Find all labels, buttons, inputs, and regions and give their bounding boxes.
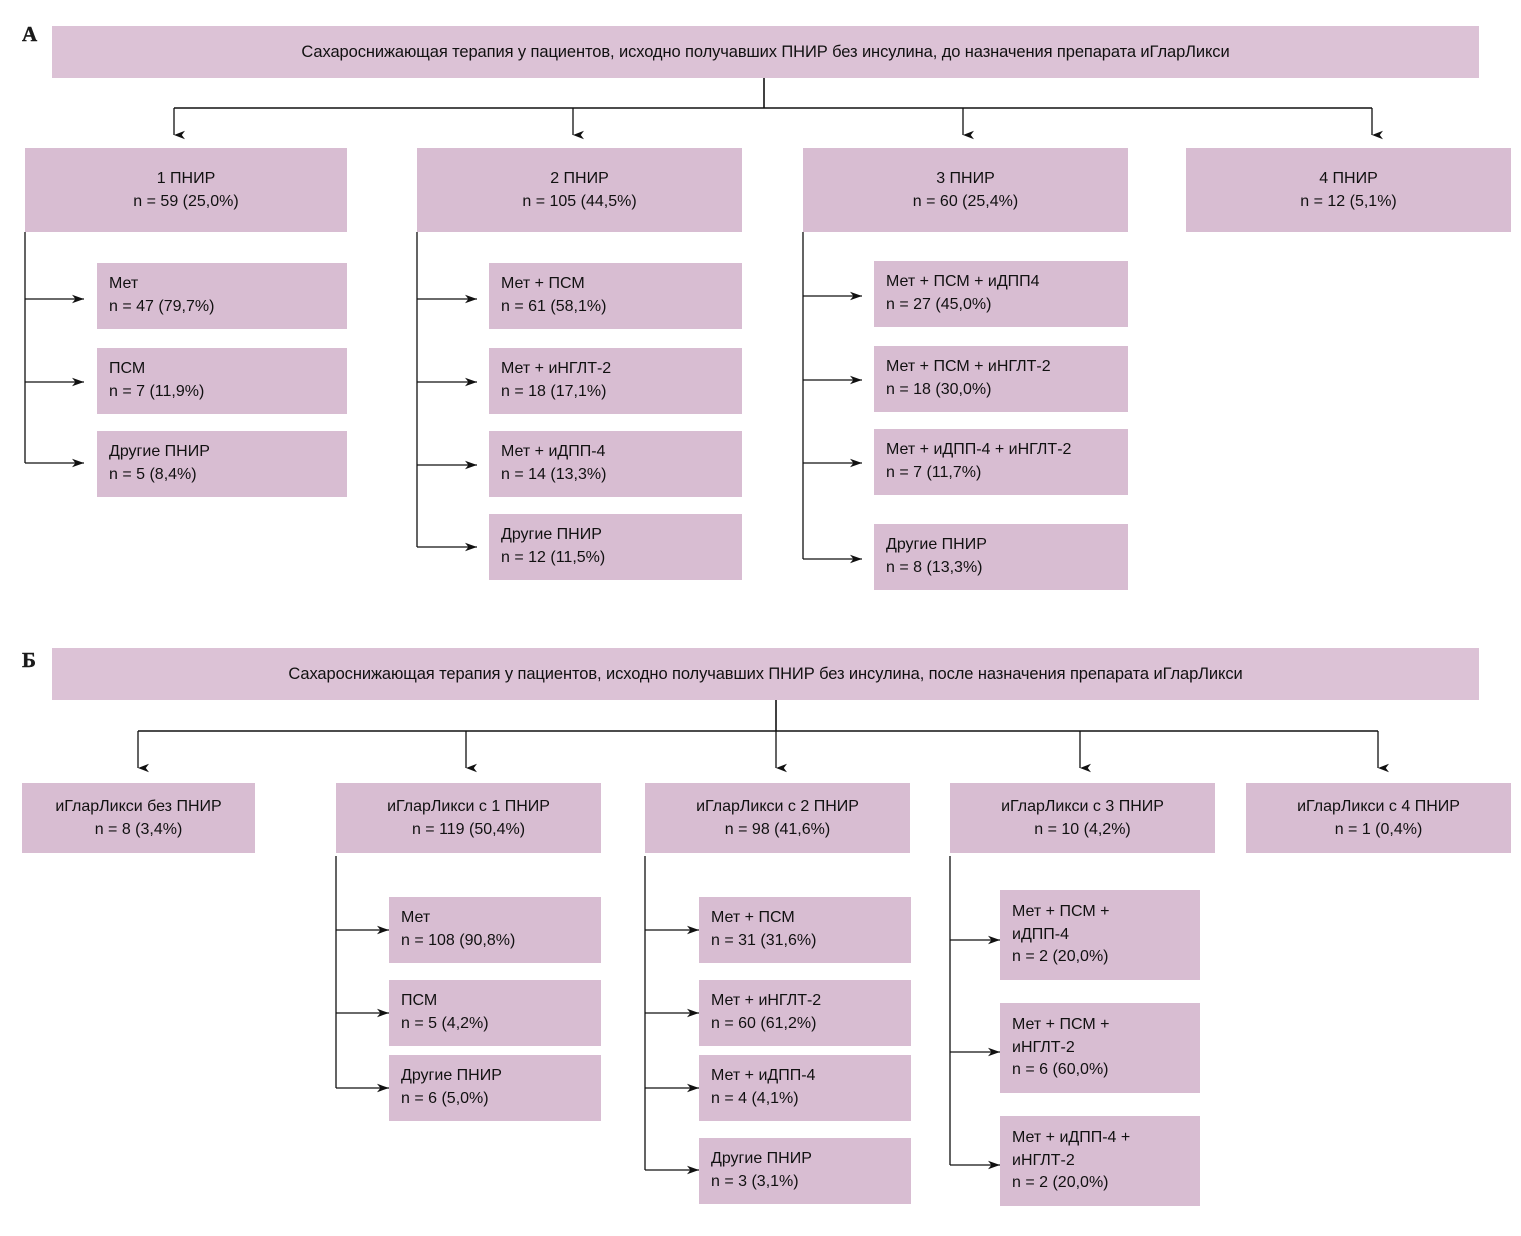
child-count: n = 6 (5,0%) [401, 1090, 489, 1107]
branch-box-b-3: иГларЛикси с 2 ПНИР n = 98 (41,6%) [645, 783, 910, 853]
branch-box-a-4: 4 ПНИР n = 12 (5,1%) [1186, 148, 1511, 232]
child-count: n = 4 (4,1%) [711, 1090, 799, 1107]
child-count: n = 7 (11,9%) [109, 383, 205, 400]
child-count: n = 2 (20,0%) [1012, 948, 1109, 966]
child-count: n = 31 (31,6%) [711, 932, 817, 949]
child-count: n = 8 (13,3%) [886, 559, 983, 576]
branch-count: n = 119 (50,4%) [411, 821, 526, 838]
child-label: Мет + ПСМ + [1012, 1015, 1110, 1033]
child-label-cont: иНГЛТ-2 [1012, 1151, 1075, 1169]
child-box-a-2-3: Мет + иДПП-4 n = 14 (13,3%) [489, 431, 742, 497]
branch-box-a-1: 1 ПНИР n = 59 (25,0%) [25, 148, 347, 232]
branch-title: иГларЛикси с 3 ПНИР [1001, 797, 1164, 815]
child-label: Мет + иДПП-4 + [1012, 1128, 1131, 1146]
child-count: n = 18 (30,0%) [886, 381, 992, 398]
child-count: n = 5 (4,2%) [401, 1015, 489, 1032]
child-label: Другие ПНИР [886, 536, 987, 554]
child-box-a-3-1: Мет + ПСМ + иДПП4 n = 27 (45,0%) [874, 261, 1128, 327]
child-box-a-1-2: ПСМ n = 7 (11,9%) [97, 348, 347, 414]
child-box-b-4-1: Мет + ПСМ + иДПП-4 n = 2 (20,0%) [1000, 890, 1200, 980]
child-label: ПСМ [109, 360, 146, 378]
branch-box-b-4: иГларЛикси с 3 ПНИР n = 10 (4,2%) [950, 783, 1215, 853]
child-box-b-2-2: ПСМ n = 5 (4,2%) [389, 980, 601, 1046]
child-count: n = 3 (3,1%) [711, 1173, 799, 1190]
panel-letter-a: А [22, 22, 38, 46]
child-label: ПСМ [401, 992, 438, 1010]
branch-count: n = 12 (5,1%) [1300, 193, 1397, 210]
child-count: n = 14 (13,3%) [501, 466, 607, 483]
branch-title: 1 ПНИР [156, 169, 216, 187]
child-label: Мет + иДПП-4 [501, 443, 606, 461]
child-box-a-3-4: Другие ПНИР n = 8 (13,3%) [874, 524, 1128, 590]
child-count: n = 27 (45,0%) [886, 296, 992, 313]
branch-title: 2 ПНИР [550, 169, 609, 187]
child-box-a-3-3: Мет + иДПП-4 + иНГЛТ-2 n = 7 (11,7%) [874, 429, 1128, 495]
branch-title: иГларЛикси с 4 ПНИР [1297, 797, 1460, 815]
branch-box-a-3: 3 ПНИР n = 60 (25,4%) [803, 148, 1128, 232]
child-label: Другие ПНИР [109, 443, 210, 461]
child-label: Мет + ПСМ [501, 275, 585, 293]
child-label: Мет + ПСМ + иНГЛТ-2 [886, 358, 1051, 376]
child-box-b-4-3: Мет + иДПП-4 + иНГЛТ-2 n = 2 (20,0%) [1000, 1116, 1200, 1206]
child-box-b-2-1: Мет n = 108 (90,8%) [389, 897, 601, 963]
child-box-b-3-4: Другие ПНИР n = 3 (3,1%) [699, 1138, 911, 1204]
child-box-a-1-3: Другие ПНИР n = 5 (8,4%) [97, 431, 347, 497]
panel-b-header-box: Сахароснижающая терапия у пациентов, исх… [52, 648, 1479, 700]
child-label-cont: иНГЛТ-2 [1012, 1038, 1075, 1056]
child-label: Мет + ПСМ [711, 909, 795, 927]
panel-a-header-box: Сахароснижающая терапия у пациентов, исх… [52, 26, 1479, 78]
panel-a-header-text: Сахароснижающая терапия у пациентов, исх… [301, 42, 1230, 61]
child-label: Мет + иНГЛТ-2 [501, 360, 612, 378]
branch-title: иГларЛикси с 1 ПНИР [387, 797, 550, 815]
child-label: Мет [109, 275, 139, 293]
child-box-b-3-1: Мет + ПСМ n = 31 (31,6%) [699, 897, 911, 963]
branch-count: n = 60 (25,4%) [912, 193, 1019, 210]
child-count: n = 47 (79,7%) [109, 298, 215, 315]
child-count: n = 7 (11,7%) [886, 464, 982, 481]
branch-count: n = 8 (3,4%) [94, 821, 183, 838]
child-label: Другие ПНИР [401, 1067, 502, 1085]
branch-count: n = 10 (4,2%) [1034, 821, 1131, 838]
child-label: Мет + иДПП-4 [711, 1067, 816, 1085]
branch-box-b-1: иГларЛикси без ПНИР n = 8 (3,4%) [22, 783, 255, 853]
child-count: n = 18 (17,1%) [501, 383, 607, 400]
child-box-b-3-2: Мет + иНГЛТ-2 n = 60 (61,2%) [699, 980, 911, 1046]
child-box-b-2-3: Другие ПНИР n = 6 (5,0%) [389, 1055, 601, 1121]
branch-count: n = 105 (44,5%) [522, 193, 637, 210]
branch-title: 3 ПНИР [936, 169, 995, 187]
child-label-cont: иДПП-4 [1012, 925, 1069, 943]
child-box-a-3-2: Мет + ПСМ + иНГЛТ-2 n = 18 (30,0%) [874, 346, 1128, 412]
child-count: n = 12 (11,5%) [501, 549, 606, 566]
child-count: n = 108 (90,8%) [401, 932, 516, 949]
branch-box-b-5: иГларЛикси с 4 ПНИР n = 1 (0,4%) [1246, 783, 1511, 853]
child-box-a-2-2: Мет + иНГЛТ-2 n = 18 (17,1%) [489, 348, 742, 414]
branch-title: иГларЛикси с 2 ПНИР [696, 797, 859, 815]
child-box-b-3-3: Мет + иДПП-4 n = 4 (4,1%) [699, 1055, 911, 1121]
branch-count: n = 59 (25,0%) [133, 193, 239, 210]
child-count: n = 2 (20,0%) [1012, 1174, 1109, 1192]
panel-letter-b: Б [22, 648, 37, 672]
child-label: Другие ПНИР [501, 526, 602, 544]
child-count: n = 5 (8,4%) [109, 466, 197, 483]
branch-count: n = 98 (41,6%) [724, 821, 831, 838]
child-label: Мет + ПСМ + иДПП4 [886, 273, 1040, 291]
child-label: Другие ПНИР [711, 1150, 812, 1168]
child-box-a-2-1: Мет + ПСМ n = 61 (58,1%) [489, 263, 742, 329]
panel-b-header-text: Сахароснижающая терапия у пациентов, исх… [288, 664, 1243, 683]
child-label: Мет + иДПП-4 + иНГЛТ-2 [886, 441, 1072, 459]
child-box-a-1-1: Мет n = 47 (79,7%) [97, 263, 347, 329]
child-count: n = 61 (58,1%) [501, 298, 607, 315]
child-box-a-2-4: Другие ПНИР n = 12 (11,5%) [489, 514, 742, 580]
child-label: Мет [401, 909, 431, 927]
child-label: Мет + иНГЛТ-2 [711, 992, 822, 1010]
branch-title: 4 ПНИР [1319, 169, 1378, 187]
child-count: n = 60 (61,2%) [711, 1015, 817, 1032]
child-box-b-4-2: Мет + ПСМ + иНГЛТ-2 n = 6 (60,0%) [1000, 1003, 1200, 1093]
branch-count: n = 1 (0,4%) [1334, 821, 1423, 838]
child-count: n = 6 (60,0%) [1012, 1061, 1109, 1079]
branch-title: иГларЛикси без ПНИР [55, 797, 222, 815]
branch-box-b-2: иГларЛикси с 1 ПНИР n = 119 (50,4%) [336, 783, 601, 853]
child-label: Мет + ПСМ + [1012, 902, 1110, 920]
branch-box-a-2: 2 ПНИР n = 105 (44,5%) [417, 148, 742, 232]
